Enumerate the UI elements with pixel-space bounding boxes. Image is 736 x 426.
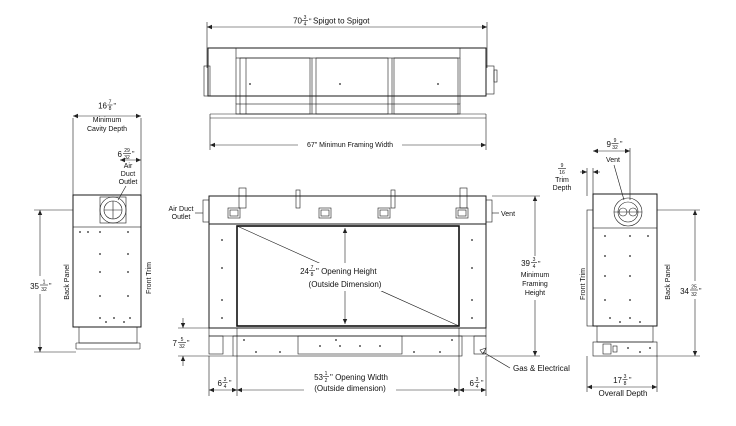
framing-h-label-2: Framing bbox=[522, 281, 548, 288]
opening-w-sub: (Outside dimension) bbox=[314, 384, 386, 393]
opening-w-den: 2 bbox=[325, 378, 328, 384]
right-front-trim: Front Trim bbox=[580, 268, 587, 300]
depth-label: Overall Depth bbox=[599, 389, 648, 398]
duct-label-2: Duct bbox=[121, 171, 135, 178]
cavity-label-1: Minimum bbox=[93, 117, 122, 124]
opening-w-unit: " Opening Width bbox=[330, 373, 388, 382]
trim-den: 16 bbox=[559, 170, 565, 176]
opening-h-unit: " Opening Height bbox=[316, 267, 377, 276]
base-whole: 7 bbox=[173, 339, 178, 348]
right-side-view: 9 9 32 " Vent 9 16 Trim Depth bbox=[553, 138, 710, 398]
left-height-unit: " bbox=[49, 283, 52, 290]
air-duct-label-2: Outlet bbox=[172, 214, 191, 221]
trim-label-2: Depth bbox=[553, 185, 572, 192]
left-gap-den: 4 bbox=[224, 384, 227, 390]
trim-num: 9 bbox=[561, 163, 564, 169]
left-height-num: 1 bbox=[43, 280, 46, 286]
left-back-panel: Back Panel bbox=[64, 264, 71, 300]
right-height-den: 32 bbox=[691, 292, 697, 298]
right-height-unit: " bbox=[699, 288, 702, 295]
right-gap-den: 4 bbox=[476, 384, 479, 390]
framing-h-num: 3 bbox=[533, 257, 536, 263]
left-height-den: 32 bbox=[41, 287, 47, 293]
left-gap-unit: " bbox=[229, 380, 232, 387]
spigot-label: Spigot to Spigot bbox=[313, 17, 370, 26]
vent-side-label: Vent bbox=[606, 157, 620, 164]
duct-unit: " bbox=[132, 151, 135, 158]
duct-whole: 6 bbox=[118, 150, 123, 159]
top-view: 70 3 4 " Spigot to Spigot 67 bbox=[203, 14, 498, 150]
duct-label-3: Outlet bbox=[119, 179, 138, 186]
glass-opening bbox=[236, 225, 460, 327]
right-gap-num: 3 bbox=[476, 377, 479, 383]
right-back-panel: Back Panel bbox=[665, 264, 672, 300]
depth-whole: 17 bbox=[613, 376, 622, 385]
spigot-unit: " bbox=[309, 19, 312, 26]
right-gap-whole: 6 bbox=[470, 379, 475, 388]
opening-w-whole: 53 bbox=[314, 373, 323, 382]
depth-den: 8 bbox=[624, 381, 627, 387]
vent-dim-num: 9 bbox=[614, 138, 617, 144]
framing-h-den: 4 bbox=[533, 264, 536, 270]
opening-h-whole: 24 bbox=[300, 267, 309, 276]
spigot-whole: 70 bbox=[293, 17, 302, 26]
left-gap-whole: 6 bbox=[218, 379, 223, 388]
framing-width-label: 67" Minimun Framing Width bbox=[307, 142, 393, 149]
vent-dim-whole: 9 bbox=[607, 140, 612, 149]
vent-label: Vent bbox=[501, 211, 515, 218]
opening-h-den: 8 bbox=[311, 272, 314, 278]
cavity-whole: 16 bbox=[98, 102, 107, 111]
framing-h-whole: 39 bbox=[521, 259, 530, 268]
spigot-den: 4 bbox=[304, 22, 307, 28]
base-unit: " bbox=[187, 340, 190, 347]
depth-unit: " bbox=[629, 377, 632, 384]
duct-num: 29 bbox=[124, 148, 130, 154]
spigot-num: 3 bbox=[304, 15, 307, 21]
opening-h-num: 7 bbox=[311, 265, 314, 271]
duct-label-1: Air bbox=[124, 163, 133, 170]
right-height-whole: 34 bbox=[680, 287, 689, 296]
framing-h-label-1: Minimum bbox=[521, 272, 550, 279]
cavity-num: 7 bbox=[109, 100, 112, 106]
base-den: 32 bbox=[179, 344, 185, 350]
left-front-trim: Front Trim bbox=[146, 262, 153, 294]
right-gap-unit: " bbox=[481, 380, 484, 387]
right-height-num: 25 bbox=[691, 285, 697, 291]
cavity-label-2: Cavity Depth bbox=[87, 126, 127, 133]
left-height-whole: 35 bbox=[30, 282, 39, 291]
base-num: 5 bbox=[181, 337, 184, 343]
front-view: Air Duct Outlet bbox=[169, 187, 570, 396]
right-body-outline bbox=[592, 193, 658, 327]
left-side-view: 16 7 8 " Minimum Cavity Depth 6 29 32 " … bbox=[26, 100, 153, 353]
vent-dim-den: 32 bbox=[612, 145, 618, 151]
left-gap-num: 3 bbox=[224, 377, 227, 383]
front-top-box bbox=[208, 195, 487, 225]
opening-h-sub: (Outside Dimension) bbox=[309, 280, 382, 289]
cavity-unit: " bbox=[114, 103, 117, 110]
trim-label-1: Trim bbox=[555, 177, 569, 184]
top-body-outline bbox=[207, 47, 487, 97]
left-body-outline bbox=[72, 194, 142, 328]
air-duct-label-1: Air Duct bbox=[169, 206, 194, 213]
depth-num: 3 bbox=[624, 374, 627, 380]
vent-dim-unit: " bbox=[620, 141, 623, 148]
gas-electrical-label: Gas & Electrical bbox=[513, 364, 570, 373]
opening-w-num: 1 bbox=[325, 371, 328, 377]
framing-h-unit: " bbox=[538, 261, 541, 268]
framing-h-label-3: Height bbox=[525, 290, 545, 297]
cavity-den: 8 bbox=[109, 106, 112, 112]
